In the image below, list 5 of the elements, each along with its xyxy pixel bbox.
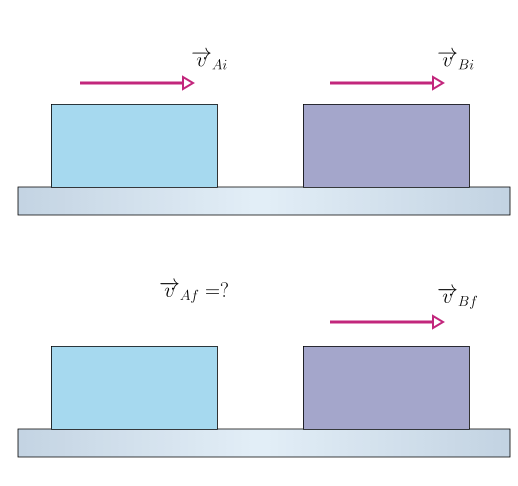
block [303, 104, 470, 188]
block [51, 346, 218, 430]
velocity-label: $\overrightarrow{v}_{Af} = ?$ [160, 278, 228, 303]
block [303, 346, 470, 430]
block [51, 104, 218, 188]
